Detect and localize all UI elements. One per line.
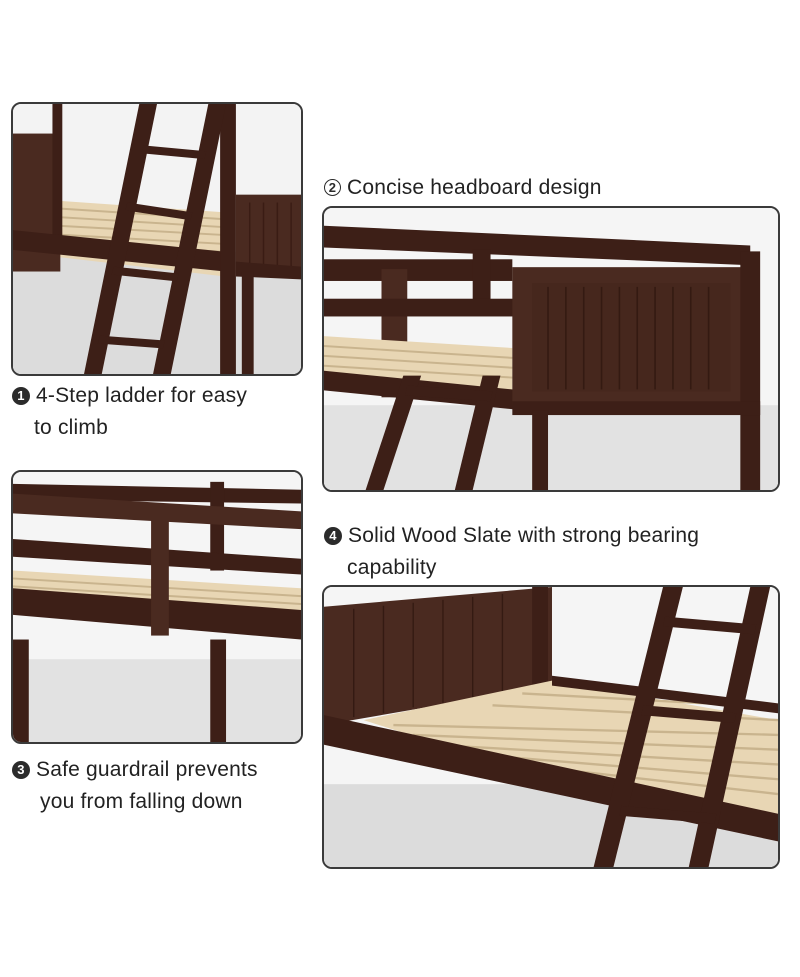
feature-text: capability [347, 556, 437, 579]
feature-caption-line: 4 Solid Wood Slate with strong bearing [324, 520, 699, 552]
feature-caption-ladder: 1 4-Step ladder for easy to climb [12, 380, 247, 444]
feature-text: to climb [34, 416, 108, 439]
ladder-illustration [13, 104, 301, 374]
feature-number-badge: 4 [324, 527, 342, 545]
feature-text: Concise headboard design [347, 176, 602, 199]
feature-caption-slats: 4 Solid Wood Slate with strong bearing ca… [324, 520, 699, 584]
feature-number-badge: 2 [324, 179, 341, 196]
feature-caption-line: 3 Safe guardrail prevents [12, 754, 258, 786]
feature-caption-line: 1 4-Step ladder for easy [12, 380, 247, 412]
guardrail-illustration [13, 472, 301, 742]
feature-caption-guardrail: 3 Safe guardrail prevents you from fallin… [12, 754, 258, 818]
slats-photo-panel [322, 585, 780, 869]
headboard-illustration [324, 208, 778, 490]
headboard-photo-panel [322, 206, 780, 492]
feature-caption-line: to climb [12, 412, 247, 444]
feature-text: Solid Wood Slate with strong bearing [348, 524, 700, 547]
ladder-photo-panel [11, 102, 303, 376]
feature-number-badge: 3 [12, 761, 30, 779]
feature-number-badge: 1 [12, 387, 30, 405]
feature-caption-headboard: 2 Concise headboard design [324, 172, 602, 204]
feature-caption-line: 2 Concise headboard design [324, 172, 602, 204]
feature-text: you from falling down [40, 790, 243, 813]
feature-caption-line: capability [324, 552, 699, 584]
guardrail-photo-panel [11, 470, 303, 744]
feature-text: 4-Step ladder for easy [36, 384, 248, 407]
slats-illustration [324, 587, 778, 867]
feature-text: Safe guardrail prevents [36, 758, 258, 781]
feature-caption-line: you from falling down [12, 786, 258, 818]
